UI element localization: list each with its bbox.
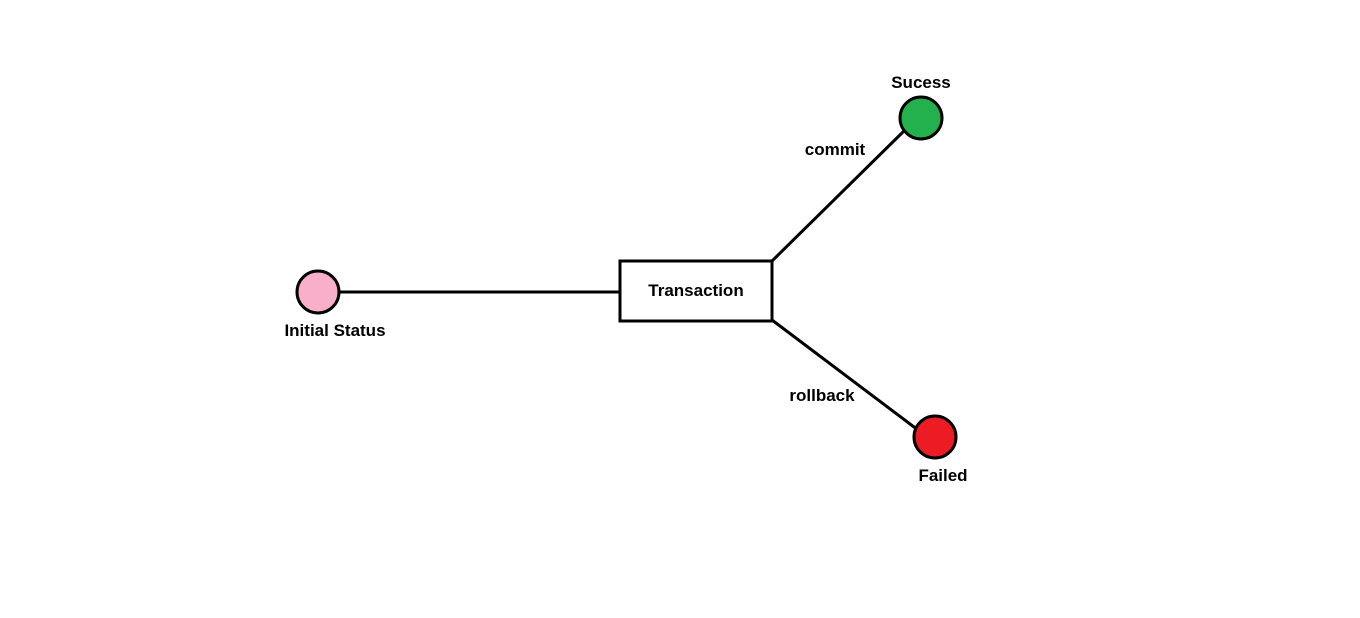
rollback-label: rollback <box>789 386 855 405</box>
edge-rollback <box>771 318 919 432</box>
commit-label: commit <box>805 140 866 159</box>
edge-commit <box>770 128 907 263</box>
initial-status-label: Initial Status <box>284 321 385 340</box>
success-label: Sucess <box>891 73 951 92</box>
initial-status-node <box>295 269 341 315</box>
failed-label: Failed <box>918 466 967 485</box>
success-node <box>898 95 944 141</box>
transaction-box <box>618 259 774 323</box>
transaction-label: Transaction <box>648 281 743 300</box>
failed-node <box>912 414 958 460</box>
